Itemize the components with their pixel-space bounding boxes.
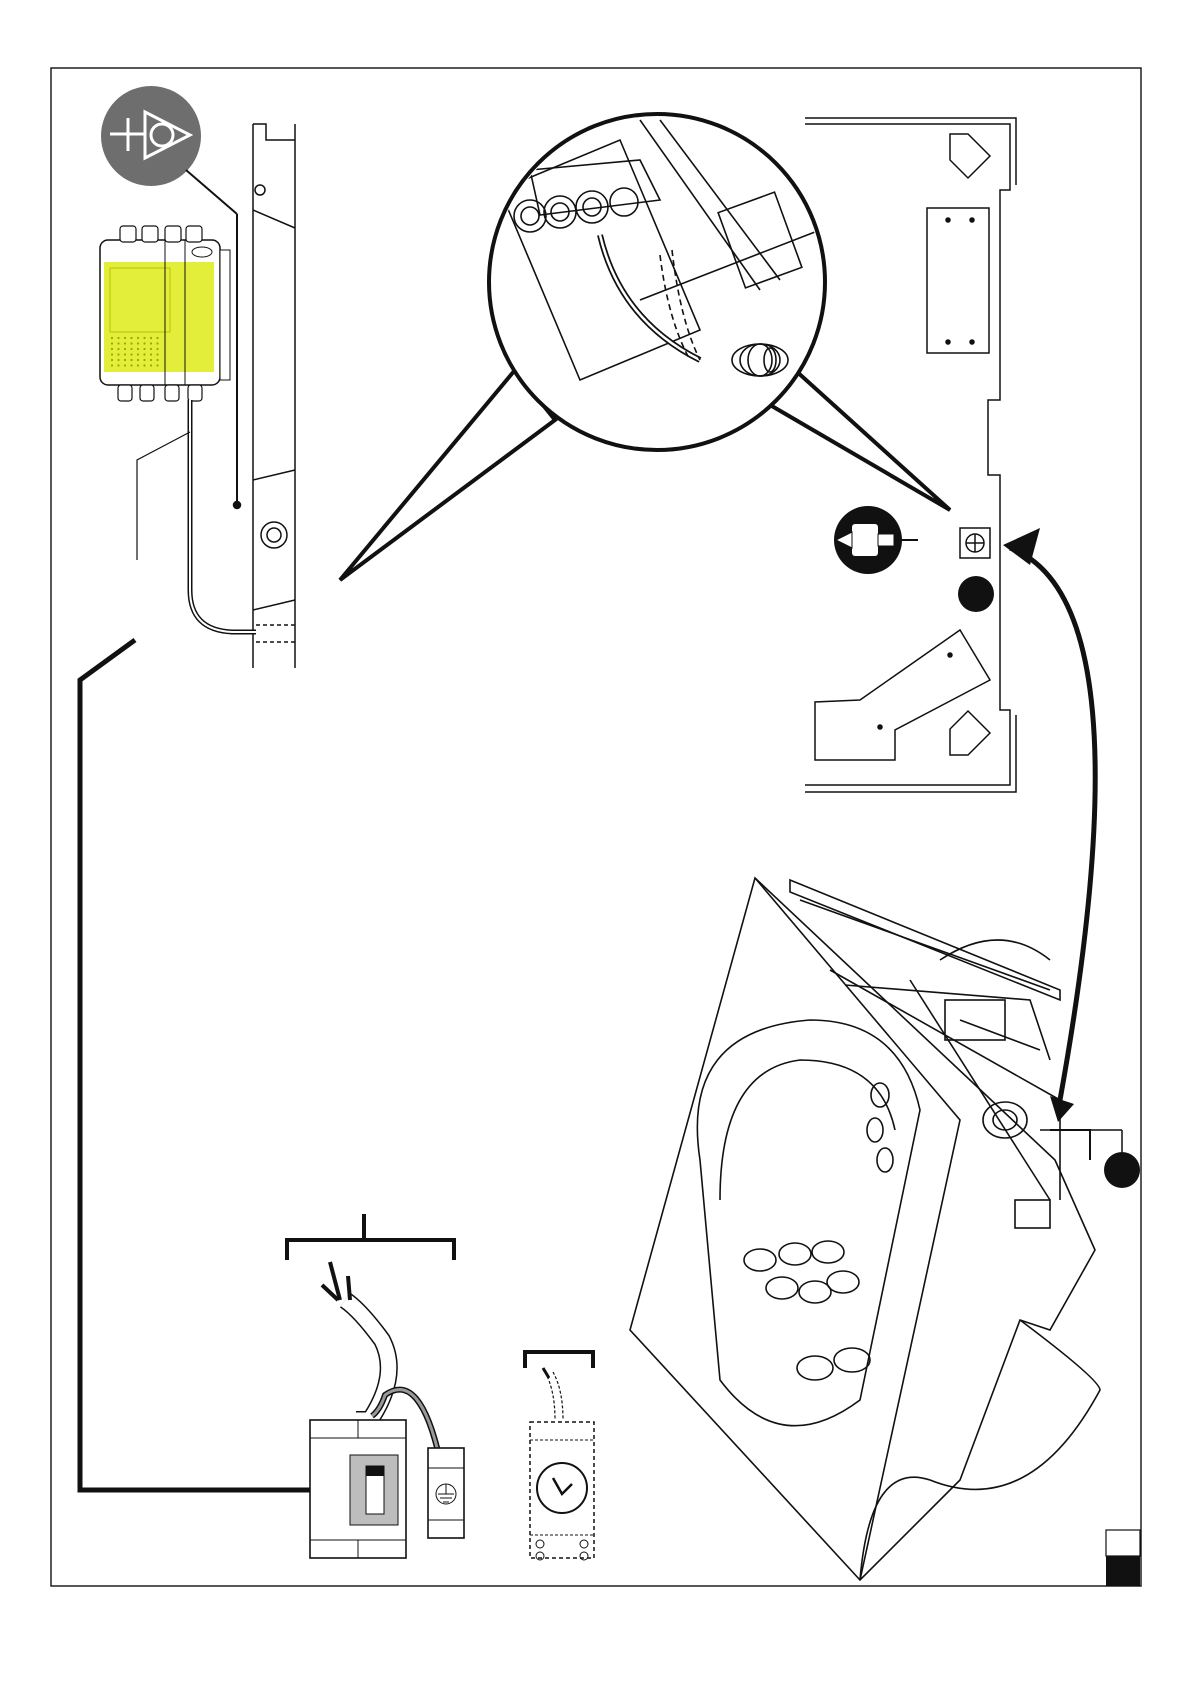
vent-hole xyxy=(143,353,145,355)
vent-hole xyxy=(117,353,119,355)
vent-hole xyxy=(130,348,132,350)
vent-hole xyxy=(137,337,139,339)
timer-clock-icon xyxy=(537,1463,587,1513)
vent-hole xyxy=(111,342,113,344)
vent-hole xyxy=(124,337,126,339)
circuit-breaker xyxy=(310,1420,406,1558)
vent-hole xyxy=(150,342,152,344)
vent-hole xyxy=(143,348,145,350)
supply-cable xyxy=(80,640,310,1490)
vent-hole xyxy=(150,359,152,361)
vent-hole xyxy=(124,359,126,361)
vent-hole xyxy=(150,364,152,366)
vent-hole xyxy=(111,353,113,355)
vent-hole xyxy=(137,353,139,355)
wall-panel-detail xyxy=(805,118,1016,792)
wall-section xyxy=(234,124,296,668)
vent-hole xyxy=(124,364,126,366)
callout-dot-upper xyxy=(958,576,994,612)
vent-hole xyxy=(111,364,113,366)
vent-hole xyxy=(143,342,145,344)
connection-arrow xyxy=(1003,528,1100,1122)
vent-hole xyxy=(156,337,158,339)
vent-hole xyxy=(137,364,139,366)
vent-hole xyxy=(137,342,139,344)
timer-switch xyxy=(525,1352,594,1560)
vent-hole xyxy=(150,353,152,355)
magnified-cable-gland-detail xyxy=(340,60,950,580)
vent-hole xyxy=(117,337,119,339)
vent-hole xyxy=(111,348,113,350)
vent-hole xyxy=(130,359,132,361)
vent-hole xyxy=(130,342,132,344)
vent-hole xyxy=(124,342,126,344)
page-corner-markers xyxy=(1106,1530,1140,1586)
vent-hole xyxy=(124,353,126,355)
vent-hole xyxy=(150,337,152,339)
vent-hole xyxy=(150,348,152,350)
vent-hole xyxy=(111,359,113,361)
equipotential-bonding-symbol xyxy=(101,86,237,214)
vent-hole xyxy=(143,337,145,339)
vent-hole xyxy=(117,359,119,361)
vent-hole xyxy=(137,359,139,361)
vent-hole xyxy=(130,364,132,366)
vent-hole xyxy=(117,364,119,366)
control-box xyxy=(100,226,230,401)
control-box-bottom-glands xyxy=(118,385,202,401)
supply-bracket xyxy=(287,1214,454,1260)
vent-hole xyxy=(117,342,119,344)
vent-hole xyxy=(156,342,158,344)
vent-hole xyxy=(156,348,158,350)
vent-hole xyxy=(143,359,145,361)
control-box-cable xyxy=(190,400,256,632)
vent-hole xyxy=(130,337,132,339)
callout-dot-lower xyxy=(1104,1152,1140,1188)
vent-hole xyxy=(143,364,145,366)
vent-hole xyxy=(156,359,158,361)
vent-hole xyxy=(156,364,158,366)
vent-hole xyxy=(124,348,126,350)
drill-icon xyxy=(834,506,918,574)
vent-hole xyxy=(137,348,139,350)
vent-hole xyxy=(130,353,132,355)
vent-hole xyxy=(117,348,119,350)
vent-hole xyxy=(111,337,113,339)
vent-hole xyxy=(156,353,158,355)
bathtub-with-jet-system xyxy=(630,878,1100,1580)
earth-terminal xyxy=(428,1448,464,1538)
